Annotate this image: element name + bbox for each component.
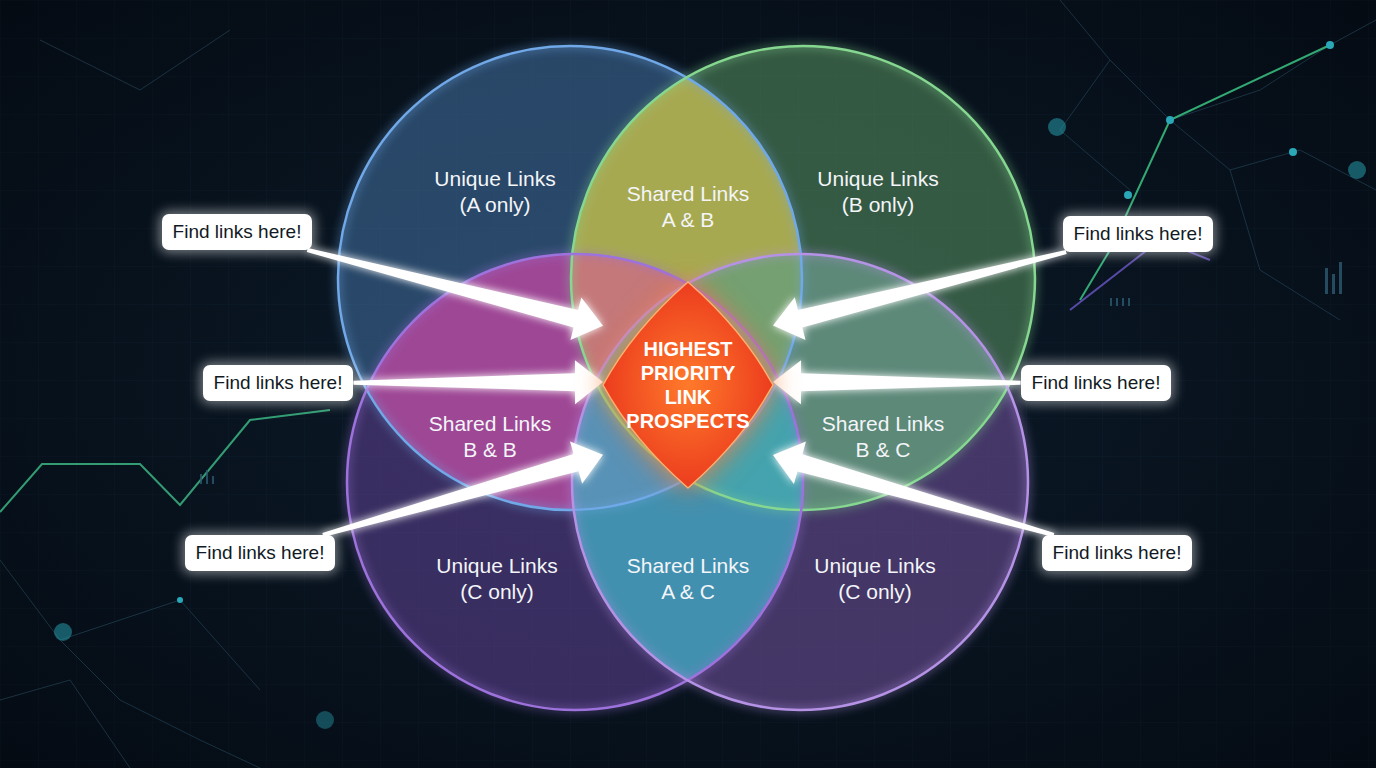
arrow-connector — [322, 441, 603, 537]
region-label: Shared Links B & B — [423, 411, 558, 464]
venn-region: Shared Links A & C — [621, 553, 756, 606]
callout-box: Find links here! — [185, 535, 336, 571]
arrow-connector — [773, 250, 1067, 340]
arrow-connector — [353, 360, 603, 404]
region-label: Shared Links A & B — [621, 181, 756, 234]
diamond-outline — [603, 282, 773, 488]
callout-text: Find links here! — [1053, 542, 1182, 564]
venn-region: Shared Links B & B — [423, 411, 558, 464]
arrow-connector — [773, 360, 1021, 404]
priority-diamond: HIGHEST PRIORITY LINK PROSPECTS — [603, 282, 773, 488]
region-label: Unique Links (B only) — [811, 166, 946, 219]
venn-region: Shared Links A & B — [621, 181, 756, 234]
priority-label: HIGHEST PRIORITY LINK PROSPECTS — [624, 337, 752, 433]
venn-region: Unique Links (A only) — [428, 166, 563, 219]
region-label: Shared Links B & C — [816, 411, 951, 464]
callout-box: Find links here! — [162, 214, 313, 250]
callout-text: Find links here! — [196, 542, 325, 564]
venn-region: Unique Links (B only) — [811, 166, 946, 219]
arrow-connector — [307, 248, 603, 340]
callout-text: Find links here! — [214, 372, 343, 394]
callout-text: Find links here! — [1032, 372, 1161, 394]
callout-box: Find links here! — [1021, 365, 1172, 401]
venn-region: Unique Links (C only) — [430, 553, 565, 606]
callout-text: Find links here! — [1074, 223, 1203, 245]
region-label: Unique Links (C only) — [808, 553, 943, 606]
callout-box: Find links here! — [1063, 216, 1214, 252]
venn-region: Unique Links (C only) — [808, 553, 943, 606]
venn-region: Shared Links B & C — [816, 411, 951, 464]
callout-text: Find links here! — [173, 221, 302, 243]
region-label: Shared Links A & C — [621, 553, 756, 606]
diamond-shape — [603, 282, 773, 488]
region-label: Unique Links (C only) — [430, 553, 565, 606]
region-label: Unique Links (A only) — [428, 166, 563, 219]
callout-box: Find links here! — [1042, 535, 1193, 571]
arrow-connector — [773, 442, 1054, 537]
callout-box: Find links here! — [203, 365, 354, 401]
